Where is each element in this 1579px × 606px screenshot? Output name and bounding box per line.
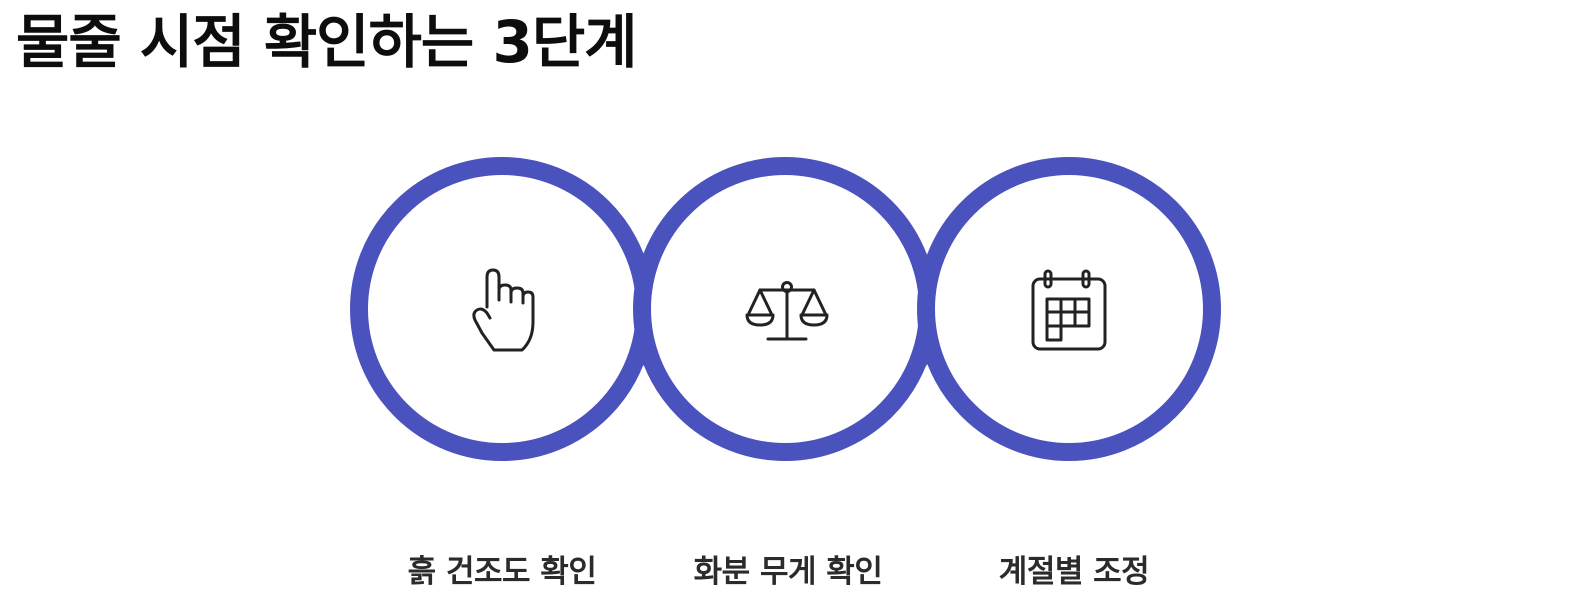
- balance-scale-icon: [745, 281, 829, 341]
- step-label-3: 계절별 조정: [998, 554, 1150, 590]
- page-title: 물줄 시점 확인하는 3단계: [16, 8, 638, 76]
- step-label-1: 흙 건조도 확인: [407, 554, 597, 590]
- step-circle-1: [350, 157, 654, 461]
- pointing-hand-icon: [472, 268, 535, 352]
- step-circle-3: [917, 157, 1221, 461]
- step-label-2: 화분 무게 확인: [693, 554, 883, 590]
- calendar-icon: [1031, 269, 1107, 351]
- step-circle-2: [633, 157, 937, 461]
